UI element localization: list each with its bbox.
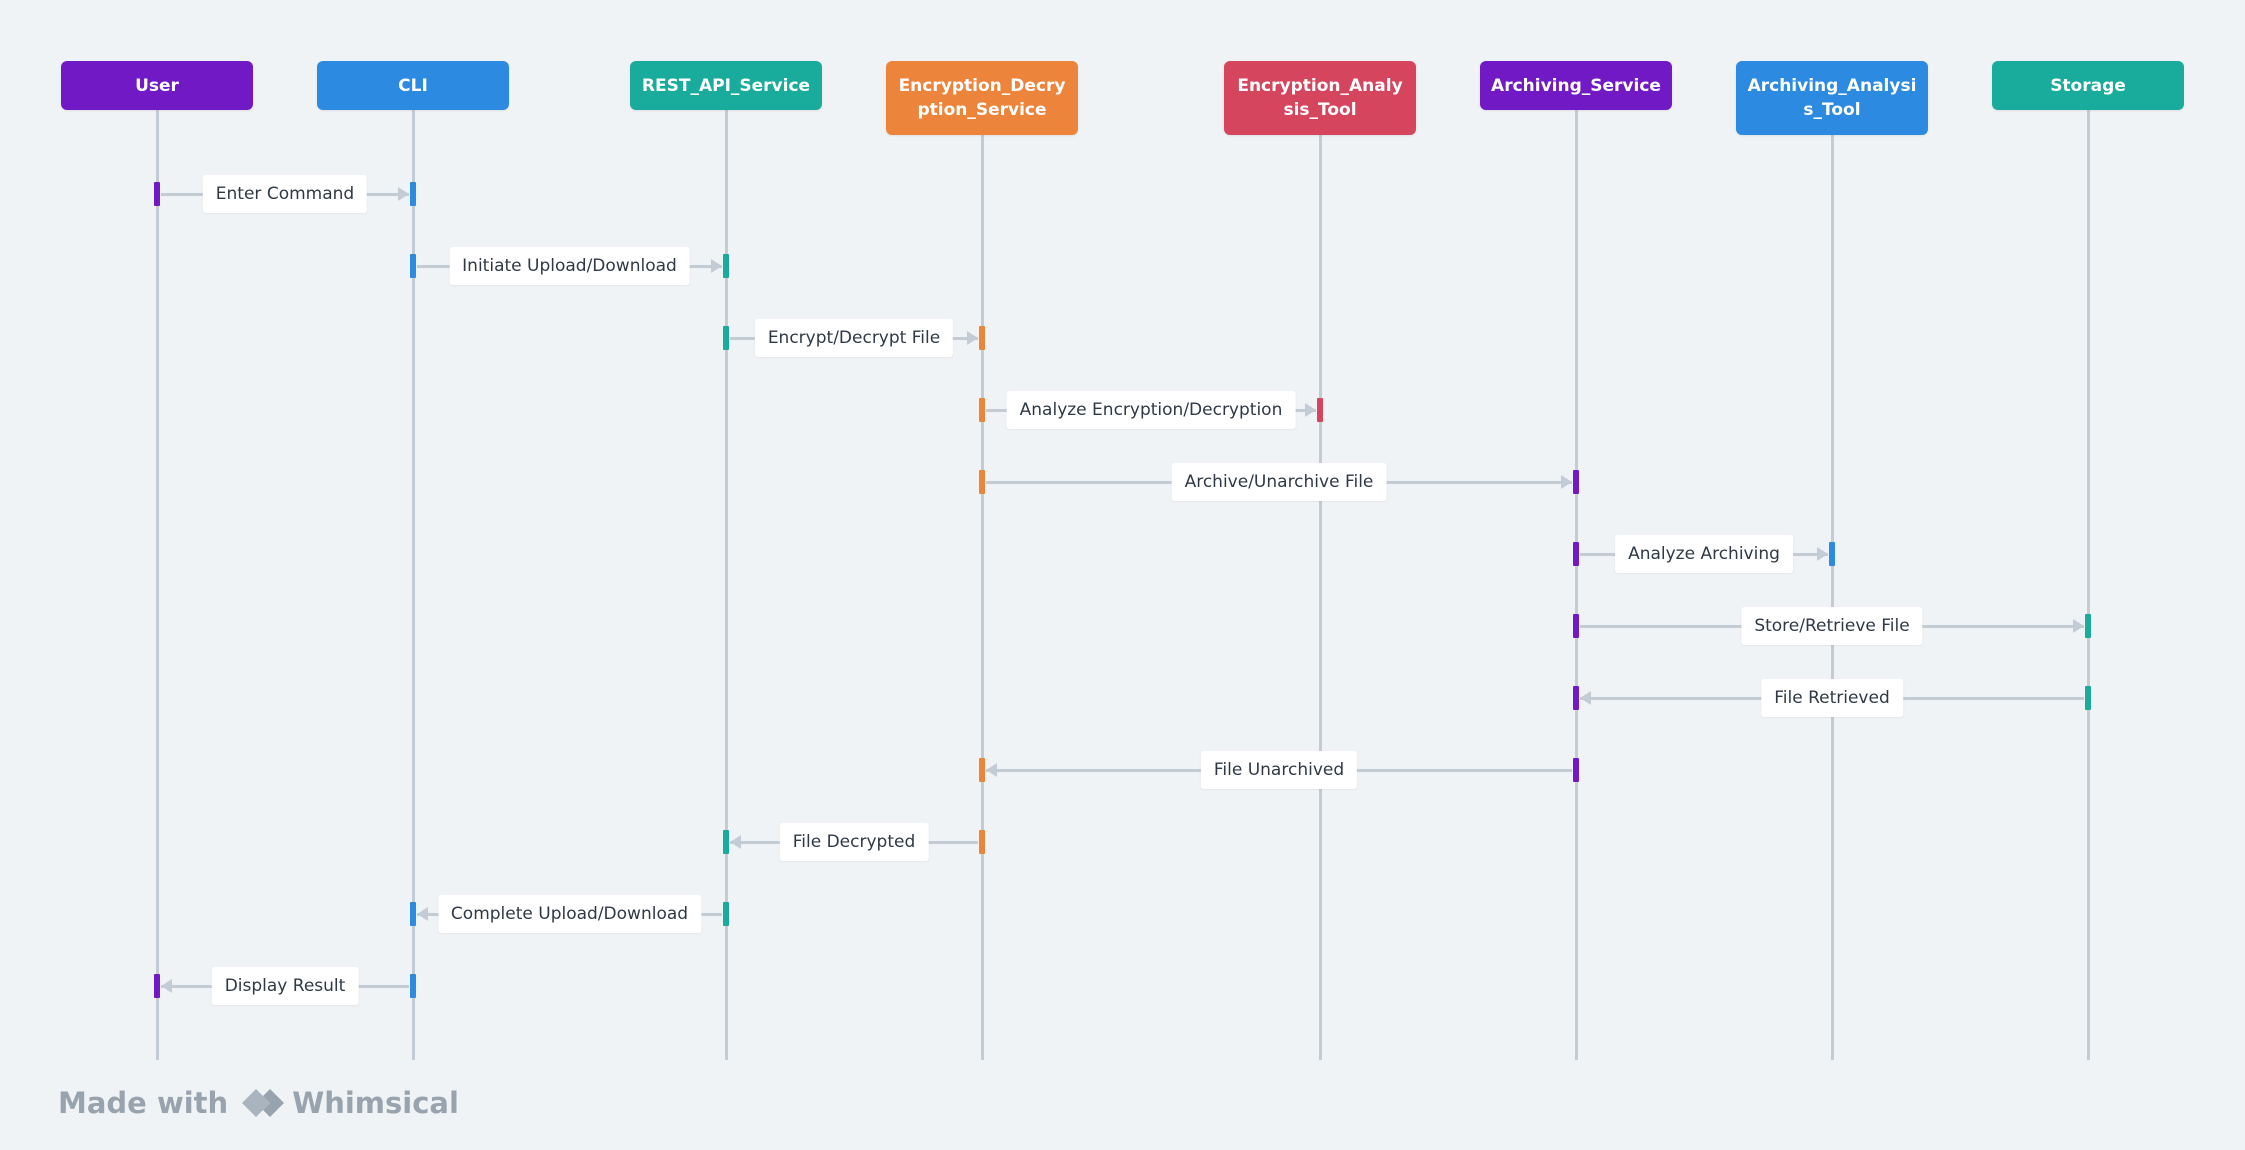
participant-rest[interactable]: REST_API_Service <box>630 61 822 110</box>
activation-target <box>723 254 729 278</box>
arrowhead <box>161 979 172 993</box>
activation-target <box>2085 614 2091 638</box>
arrowhead <box>2073 619 2084 633</box>
lifeline-storage <box>2086 110 2090 1060</box>
arrowhead <box>1561 475 1572 489</box>
footer[interactable]: Made with Whimsical <box>58 1086 459 1120</box>
activation-source <box>1573 614 1579 638</box>
lifeline-user <box>155 110 159 1060</box>
arrowhead <box>986 763 997 777</box>
arrowhead <box>1817 547 1828 561</box>
message-label[interactable]: Enter Command <box>202 175 368 213</box>
participant-enca[interactable]: Encryption_Analysis_Tool <box>1224 61 1416 135</box>
footer-prefix: Made with <box>58 1086 229 1120</box>
participant-cli[interactable]: CLI <box>317 61 509 110</box>
activation-target <box>154 974 160 998</box>
activation-target <box>1573 470 1579 494</box>
activation-source <box>979 470 985 494</box>
lifeline-arch <box>1574 110 1578 1060</box>
message-label[interactable]: Analyze Encryption/Decryption <box>1006 391 1296 429</box>
message-label[interactable]: Initiate Upload/Download <box>449 247 690 285</box>
lifeline-cli <box>411 110 415 1060</box>
message-label[interactable]: File Decrypted <box>779 823 929 861</box>
message-label[interactable]: Archive/Unarchive File <box>1171 463 1387 501</box>
activation-target <box>410 902 416 926</box>
activation-source <box>1573 758 1579 782</box>
activation-source <box>410 254 416 278</box>
participant-enc[interactable]: Encryption_Decryption_Service <box>886 61 1078 135</box>
activation-target <box>410 182 416 206</box>
arrowhead <box>398 187 409 201</box>
activation-target <box>979 326 985 350</box>
arrowhead <box>1580 691 1591 705</box>
participant-archa[interactable]: Archiving_Analysis_Tool <box>1736 61 1928 135</box>
activation-source <box>410 974 416 998</box>
arrowhead <box>967 331 978 345</box>
arrowhead <box>730 835 741 849</box>
message-label[interactable]: Complete Upload/Download <box>437 895 702 933</box>
message-label[interactable]: Display Result <box>211 967 359 1005</box>
activation-source <box>723 326 729 350</box>
message-label[interactable]: File Retrieved <box>1761 679 1903 717</box>
whimsical-logo-icon <box>242 1087 286 1119</box>
message-label[interactable]: Store/Retrieve File <box>1741 607 1923 645</box>
arrowhead <box>711 259 722 273</box>
lifeline-enc <box>980 135 984 1060</box>
participant-storage[interactable]: Storage <box>1992 61 2184 110</box>
activation-target <box>723 830 729 854</box>
activation-source <box>1573 542 1579 566</box>
arrowhead <box>417 907 428 921</box>
activation-source <box>979 830 985 854</box>
activation-source <box>2085 686 2091 710</box>
activation-target <box>1829 542 1835 566</box>
participant-user[interactable]: User <box>61 61 253 110</box>
activation-target <box>1317 398 1323 422</box>
message-label[interactable]: Encrypt/Decrypt File <box>754 319 954 357</box>
message-label[interactable]: File Unarchived <box>1200 751 1358 789</box>
activation-target <box>979 758 985 782</box>
footer-brand: Whimsical <box>292 1086 459 1120</box>
lifeline-enca <box>1318 135 1322 1060</box>
lifeline-rest <box>724 110 728 1060</box>
arrowhead <box>1305 403 1316 417</box>
activation-source <box>723 902 729 926</box>
activation-target <box>1573 686 1579 710</box>
activation-source <box>979 398 985 422</box>
message-label[interactable]: Analyze Archiving <box>1615 535 1793 573</box>
lifeline-archa <box>1830 135 1834 1060</box>
activation-source <box>154 182 160 206</box>
participant-arch[interactable]: Archiving_Service <box>1480 61 1672 110</box>
